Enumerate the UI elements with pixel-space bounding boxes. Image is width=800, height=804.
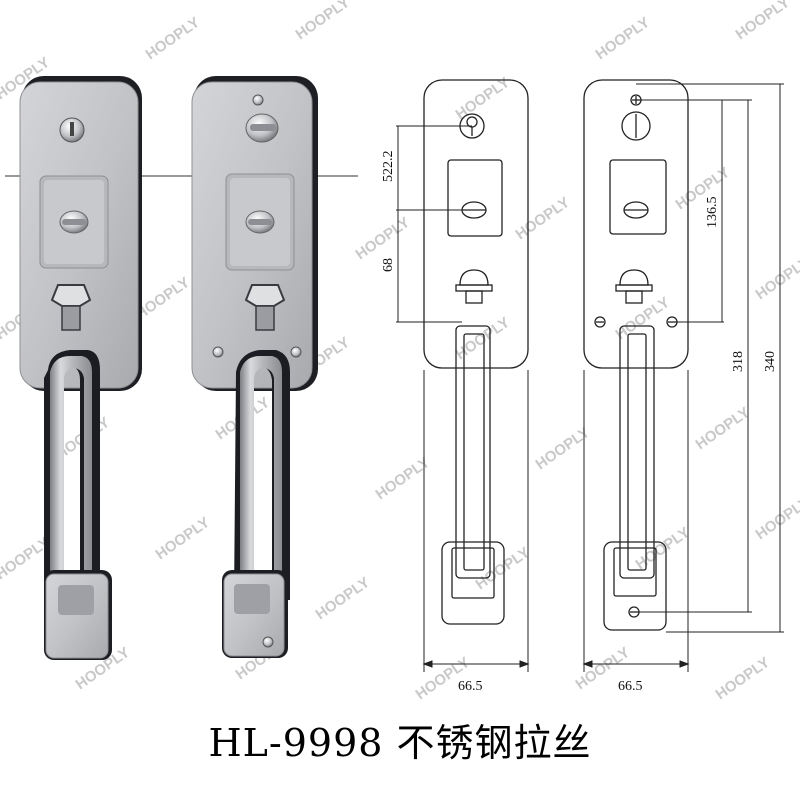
dim-right-upper: 136.5 [705, 197, 720, 229]
dim-right-mid: 318 [731, 351, 746, 372]
interior-lock-photo [191, 76, 318, 658]
exterior-lock-photo [19, 76, 142, 660]
watermark-text: HOOPLY [473, 544, 534, 593]
watermark-text: HOOPLY [353, 214, 414, 263]
dim-width-left: 66.5 [458, 679, 483, 694]
interior-dimension-lines [582, 83, 784, 672]
watermark-text: HOOPLY [153, 514, 214, 563]
thumb-latch-icon [50, 284, 92, 307]
watermark-text: HOOPLY [693, 404, 754, 453]
watermark-text: HOOPLY [313, 574, 374, 623]
exterior-dimension-lines [396, 125, 530, 672]
dim-width-right: 66.5 [618, 679, 643, 694]
watermark-text: HOOPLY [593, 14, 654, 63]
watermark-text: HOOPLY [733, 0, 794, 43]
exterior-line-drawing [423, 79, 529, 625]
watermark-text: HOOPLY [613, 294, 674, 343]
dim-lower-offset: 68 [381, 258, 396, 272]
product-caption: HL-9998 不锈钢拉丝 [208, 721, 592, 765]
interior-line-drawing [583, 79, 689, 631]
watermark-text: HOOPLY [753, 494, 800, 543]
watermark-text: HOOPLY [713, 654, 774, 703]
watermark-text: HOOPLY [293, 0, 354, 43]
watermark-text: HOOPLY [453, 314, 514, 363]
watermark-text: HOOPLY [513, 194, 574, 243]
watermark-text: HOOPLY [453, 74, 514, 123]
screw-icon [252, 94, 264, 106]
dim-right-full: 340 [763, 351, 778, 372]
watermark-text: HOOPLY [673, 164, 734, 213]
watermark-text: HOOPLY [753, 254, 800, 303]
dim-top-offset: 522.2 [381, 151, 396, 183]
watermark-text: HOOPLY [143, 14, 204, 63]
